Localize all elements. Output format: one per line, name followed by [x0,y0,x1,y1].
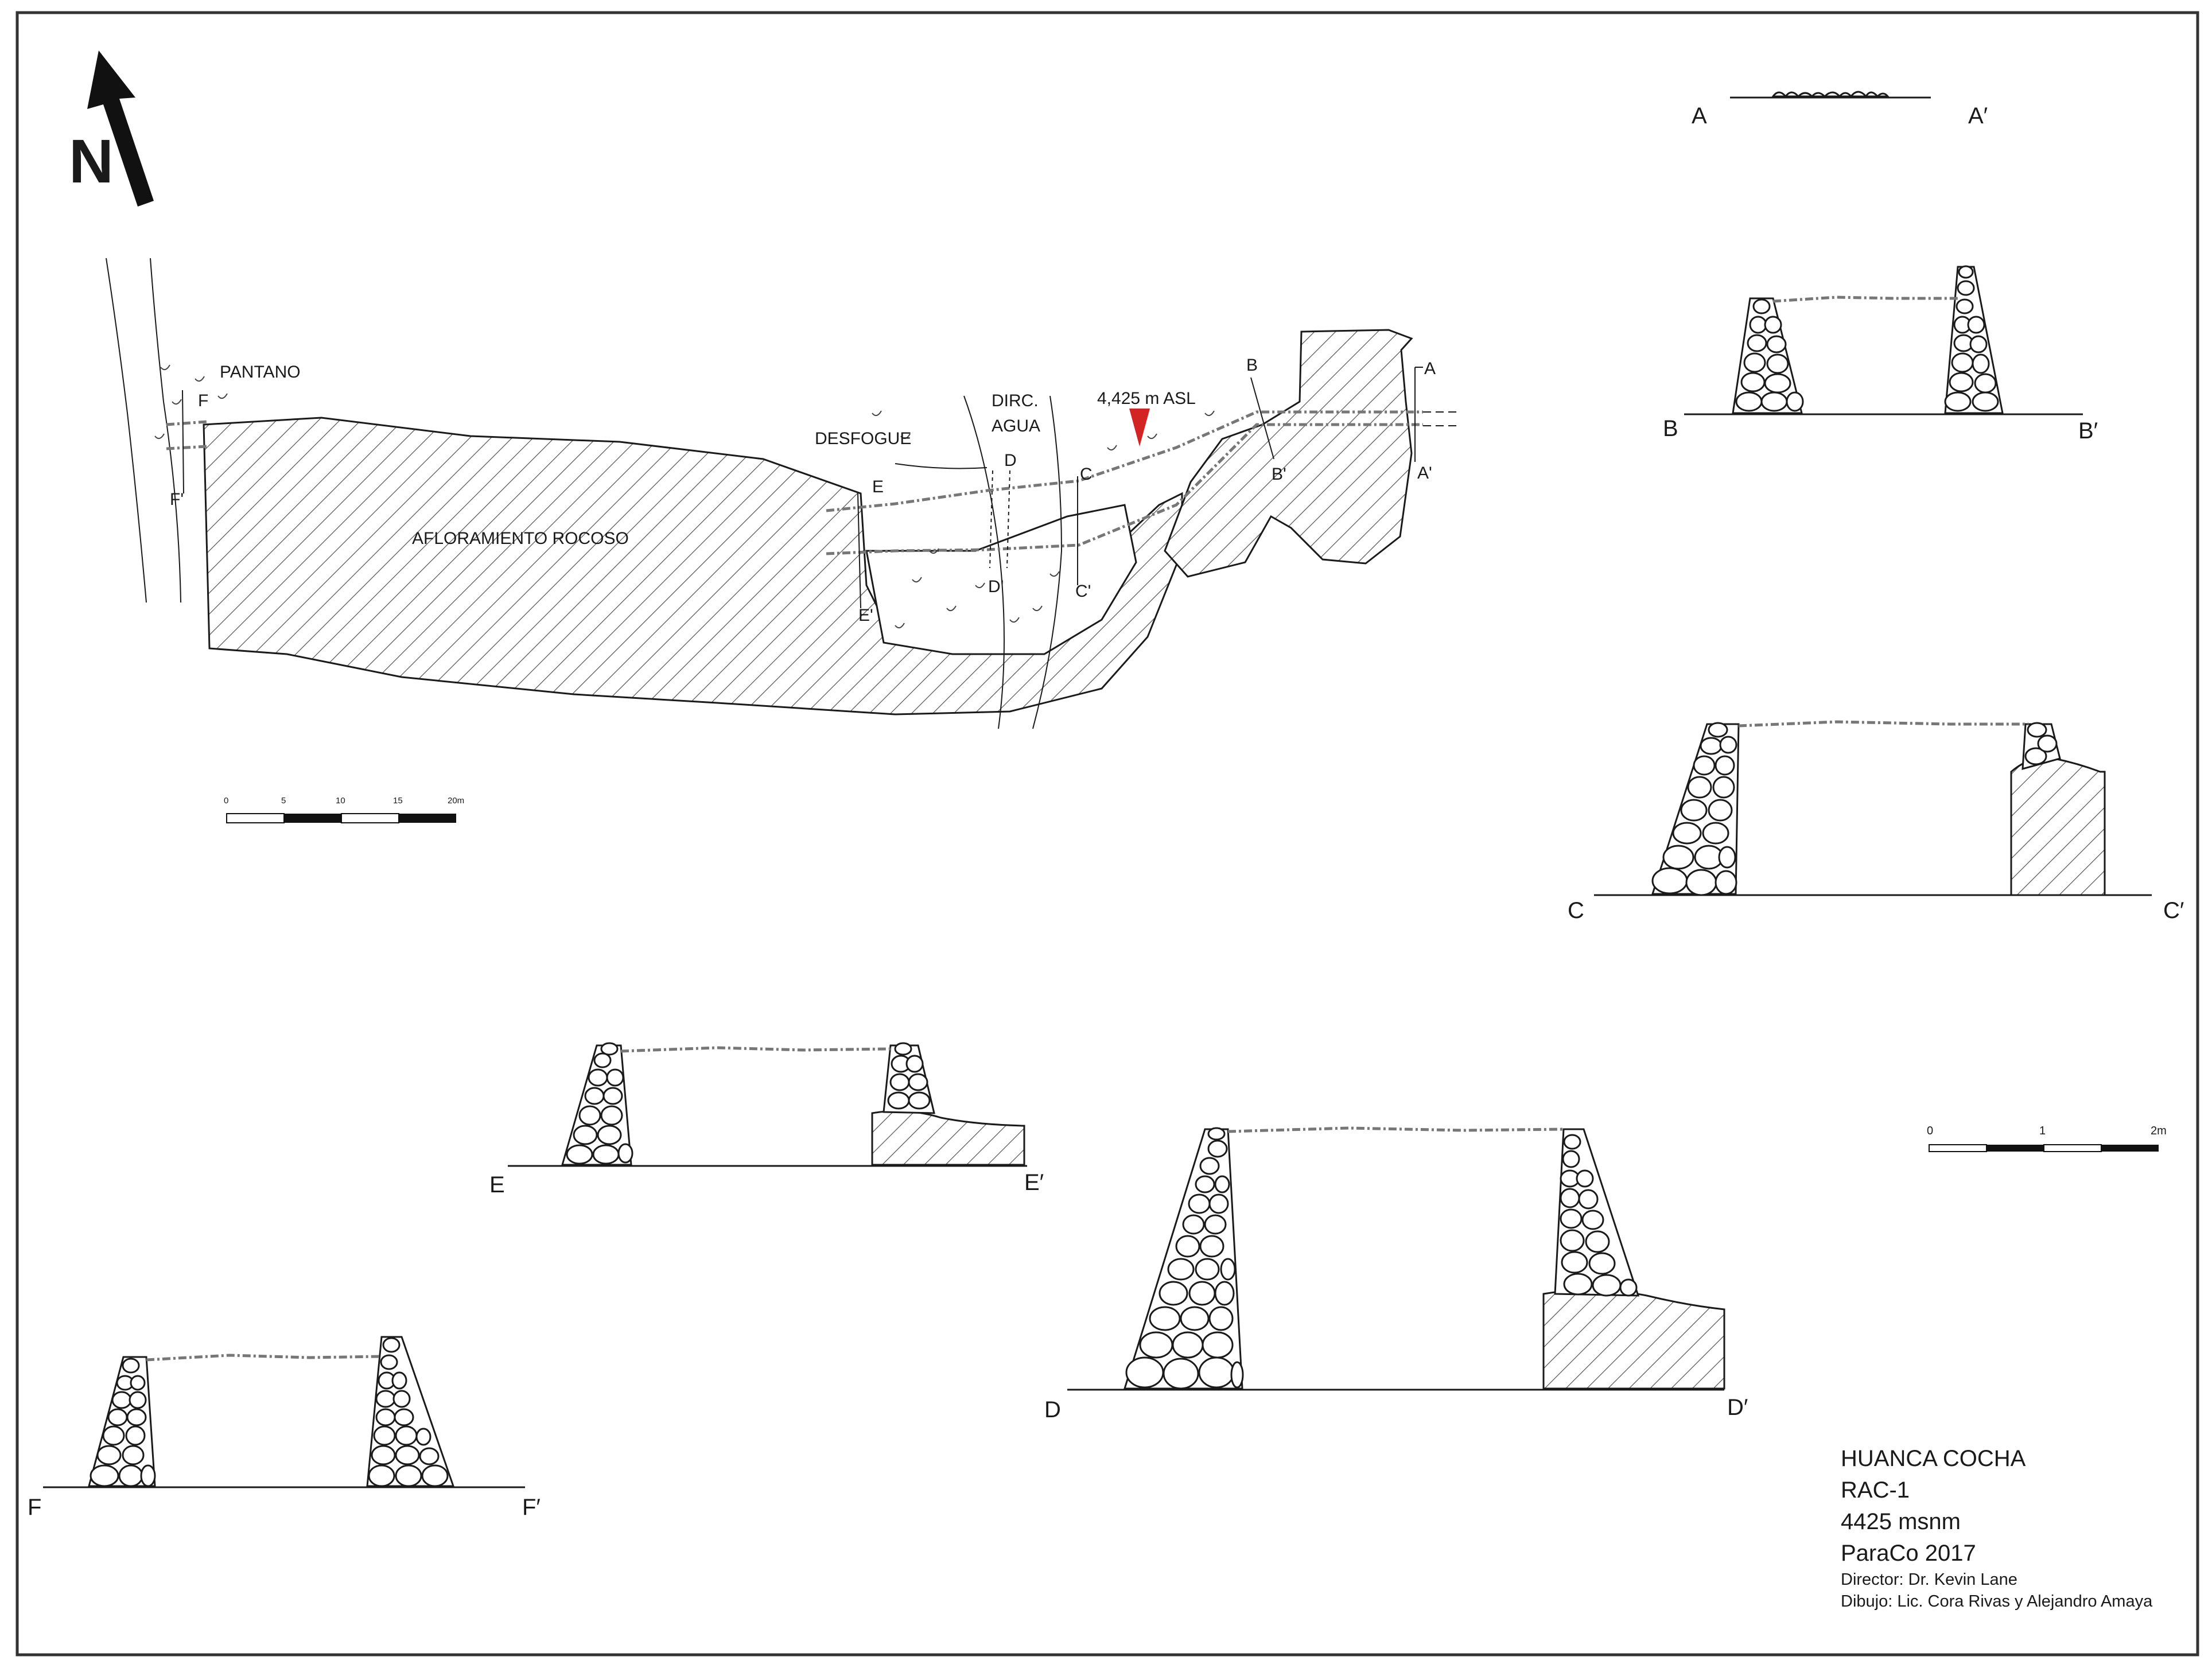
plan-label-b: B [1246,356,1258,375]
dam-wall-upper [826,410,1423,512]
section-scale-tick: 2m [2151,1125,2167,1137]
title-drawing-credit: Dibujo: Lic. Cora Rivas y Alejandro Amay… [1841,1592,2153,1611]
section-line-d [989,470,1010,569]
north-arrow-icon [87,50,154,207]
title-project: ParaCo 2017 [1841,1541,1976,1566]
dam-wall-lower [826,423,1423,555]
title-site-name: HUANCA COCHA [1841,1446,2026,1471]
plan-label-c: C [1080,465,1093,484]
section-d-left-label: D [1044,1397,1061,1422]
section-line-f [182,390,184,494]
elevation-marker-icon [1129,409,1150,446]
wetland-symbols [154,364,1215,629]
section-a-left-label: A [1692,103,1707,129]
section-scale-bar: 0 1 2m [1927,1125,2167,1152]
label-dirc: DIRC. [992,391,1039,410]
label-pantano: PANTANO [220,363,301,382]
section-line-e [857,493,861,609]
plan-scale-tick: 5 [281,796,286,806]
north-arrow: N [69,50,154,207]
rock-outcrop-main [203,417,1183,716]
label-agua: AGUA [992,417,1040,436]
plan-label-a: A [1424,359,1436,378]
plan-label-b-prime: B' [1272,465,1286,484]
rock-outcrop-right [1164,329,1413,578]
title-director: Director: Dr. Kevin Lane [1841,1570,2017,1589]
section-f-left-label: F [28,1495,41,1520]
dam-wall-left [166,420,207,450]
title-block: HUANCA COCHA RAC-1 4425 msnm ParaCo 2017… [1841,1446,2153,1611]
plan-scale-tick: 20m [448,796,464,806]
label-afloramiento: AFLORAMIENTO ROCOSO [412,529,629,548]
plan-label-a-prime: A' [1417,464,1432,483]
plan-scale-tick: 10 [336,796,345,806]
plan-scale-bar: 0 5 10 15 20m [224,796,464,823]
section-d-right-label: D′ [1727,1395,1748,1420]
plan-label-e-prime: E' [858,606,873,625]
section-line-a [1414,367,1423,462]
section-c-right-label: C′ [2163,898,2184,923]
plan-scale-tick: 0 [224,796,228,806]
outflow-arrow [895,463,988,469]
label-desfogue: DESFOGUE [815,429,911,448]
section-b-right-label: B′ [2078,418,2098,444]
plan-scale-tick: 15 [393,796,403,806]
north-label: N [69,126,114,196]
section-line-b [1250,377,1274,460]
stream-left [106,258,181,603]
section-c: C C′ [1568,720,2184,923]
dam-projection [1423,411,1457,426]
section-f: F F′ [28,1336,541,1520]
plan-label-f: F [198,391,208,410]
section-scale-tick: 1 [2039,1125,2046,1137]
section-a-right-label: A′ [1968,103,1988,129]
section-d: D D′ [1044,1126,1748,1422]
section-e: E E′ [489,1042,1044,1197]
title-altitude: 4425 msnm [1841,1509,1961,1534]
drainage-channel [963,395,1063,729]
title-site-code: RAC-1 [1841,1477,1910,1503]
plate-frame [15,11,2199,1657]
site-plan: PANTANO AFLORAMIENTO ROCOSO DESFOGUE DIR… [106,258,1457,823]
label-elevation: 4,425 m ASL [1097,389,1196,408]
plan-label-d-prime: D' [988,577,1004,596]
plan-label-d: D [1004,451,1017,470]
plan-label-e: E [872,477,884,496]
section-b: B B′ [1663,265,2098,444]
section-b-left-label: B [1663,416,1678,441]
section-a: A A′ [1692,91,1988,129]
section-scale-tick: 0 [1927,1125,1933,1137]
section-c-left-label: C [1568,898,1584,923]
section-f-right-label: F′ [522,1495,541,1520]
section-e-left-label: E [489,1172,505,1197]
section-e-right-label: E′ [1024,1170,1044,1195]
plan-label-f-prime: F' [170,490,184,509]
plan-label-c-prime: C' [1075,582,1091,601]
